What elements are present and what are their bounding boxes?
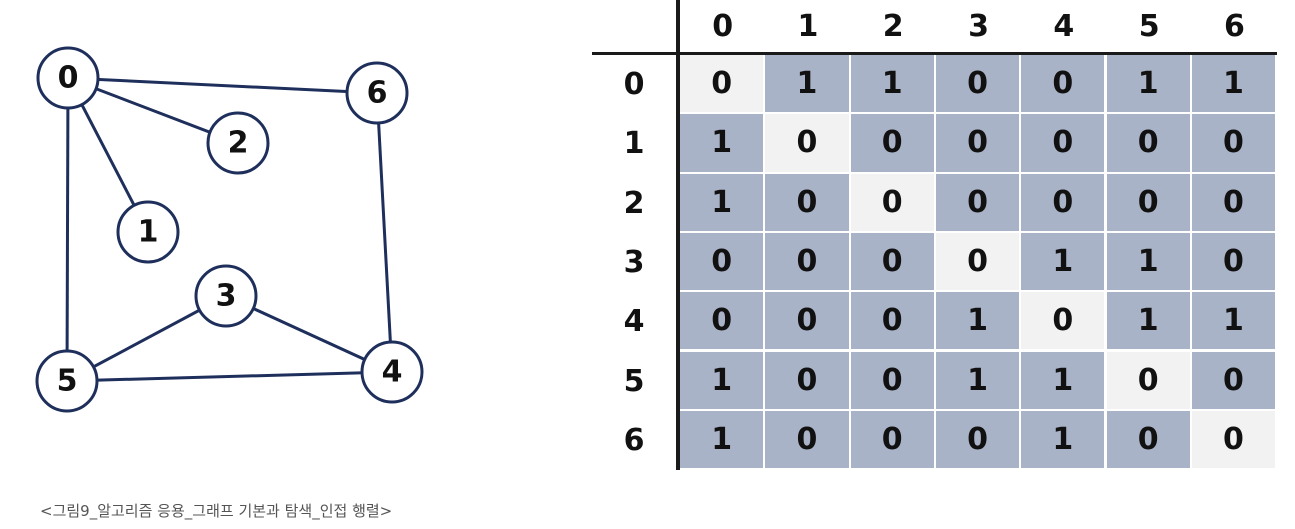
figure-caption: <그림9_알고리즘 응용_그래프 기본과 탐색_인접 행렬> [40, 502, 393, 520]
graph-node-3: 3 [194, 264, 258, 328]
graph-node-label: 5 [57, 364, 78, 399]
graph-node-0: 0 [36, 46, 100, 110]
matrix-cell-6-4: 1 [1021, 410, 1107, 471]
matrix-cell-5-2: 0 [850, 351, 936, 411]
matrix-cell-2-3: 0 [935, 173, 1022, 233]
graph-node-6: 6 [345, 61, 409, 125]
matrix-cell-1-3: 0 [935, 114, 1022, 174]
graph-edge-0-6 [67, 76, 378, 95]
graph-node-circle [116, 200, 180, 264]
matrix-cell-1-4: 0 [1021, 114, 1107, 174]
matrix-cell-1-5: 0 [1106, 114, 1192, 174]
column-header-5: 5 [1138, 8, 1160, 44]
graph-node-4: 4 [360, 340, 424, 404]
matrix-cell-4-5: 1 [1106, 292, 1192, 352]
matrix-cell-0-6: 1 [1191, 55, 1278, 115]
graph-node-circle [206, 111, 270, 175]
graph-node-circle [36, 46, 100, 110]
graph-node-label: 6 [367, 76, 388, 111]
graph-diagram: 0 1 2 3 4 5 6 [35, 46, 424, 413]
graph-node-circle [360, 340, 424, 404]
row-header-1: 1 [623, 126, 645, 162]
matrix-cell-6-3: 0 [935, 410, 1022, 471]
column-header-2: 2 [882, 8, 904, 44]
graph-edge-0-5 [65, 77, 70, 382]
matrix-cell-1-2: 0 [850, 114, 936, 174]
matrix-cell-4-2: 0 [850, 292, 936, 352]
graph-edge-4-5 [66, 370, 393, 383]
matrix-cell-0-3: 0 [935, 55, 1022, 115]
graph-node-circle [35, 349, 99, 413]
row-header-3: 3 [623, 245, 645, 281]
row-header-0: 0 [623, 67, 645, 103]
graph-node-label: 4 [382, 355, 403, 390]
matrix-cell-6-0: 1 [680, 410, 766, 471]
row-header-6: 6 [623, 422, 645, 458]
matrix-cell-2-0: 1 [680, 173, 766, 233]
matrix-cell-5-0: 1 [680, 351, 766, 411]
graph-node-label: 2 [228, 126, 249, 161]
matrix-cell-6-2: 0 [850, 410, 936, 471]
matrix-cell-5-3: 1 [935, 351, 1022, 411]
matrix-cell-1-1: 0 [765, 114, 851, 174]
matrix-cell-3-0: 0 [680, 232, 766, 293]
matrix-cell-1-0: 1 [680, 114, 766, 174]
matrix-cell-6-6: 0 [1191, 410, 1278, 471]
matrix-cell-4-1: 0 [765, 292, 851, 352]
matrix-cell-0-4: 0 [1021, 55, 1107, 115]
column-header-0: 0 [712, 8, 734, 44]
matrix-cell-5-4: 1 [1021, 351, 1107, 411]
matrix-cell-0-5: 1 [1106, 55, 1192, 115]
matrix-cell-4-6: 1 [1191, 292, 1278, 352]
matrix-cell-0-0: 0 [680, 55, 766, 115]
graph-node-label: 0 [58, 61, 79, 96]
graph-node-circle [194, 264, 258, 328]
matrix-cell-4-0: 0 [680, 292, 766, 352]
matrix-cell-1-6: 0 [1191, 114, 1278, 174]
row-header-5: 5 [623, 363, 645, 399]
matrix-cell-3-5: 1 [1106, 232, 1192, 293]
graph-node-circle [345, 61, 409, 125]
column-header-4: 4 [1053, 8, 1075, 44]
matrix-cell-3-6: 0 [1191, 232, 1278, 293]
graph-node-2: 2 [206, 111, 270, 175]
column-header-1: 1 [797, 8, 819, 44]
matrix-cell-6-1: 0 [765, 410, 851, 471]
column-header-6: 6 [1224, 8, 1245, 44]
graph-node-label: 1 [138, 215, 159, 250]
graph-node-5: 5 [35, 349, 99, 413]
graph-edge-4-6 [375, 92, 394, 373]
matrix-cell-2-2: 0 [850, 173, 936, 233]
row-header-2: 2 [623, 185, 645, 221]
matrix-cell-5-6: 0 [1191, 351, 1278, 411]
matrix-cell-3-1: 0 [765, 232, 851, 293]
matrix-cell-3-2: 0 [850, 232, 936, 293]
matrix-row-header-rule [676, 0, 680, 470]
matrix-cell-5-1: 0 [765, 351, 851, 411]
graph-node-1: 1 [116, 200, 180, 264]
matrix-cell-4-4: 0 [1021, 292, 1107, 352]
matrix-cell-2-5: 0 [1106, 173, 1192, 233]
matrix-header-rule [592, 52, 1277, 55]
matrix-cell-4-3: 1 [935, 292, 1022, 352]
matrix-cell-3-3: 0 [935, 232, 1022, 293]
matrix-cell-6-5: 0 [1106, 410, 1192, 471]
matrix-cell-2-6: 0 [1191, 173, 1278, 233]
matrix-cell-0-1: 1 [765, 55, 851, 115]
matrix-cell-2-1: 0 [765, 173, 851, 233]
row-header-4: 4 [623, 304, 645, 340]
graph-nodes: 0 1 2 3 4 5 6 [35, 46, 424, 413]
matrix-cell-5-5: 0 [1106, 351, 1192, 411]
matrix-cell-2-4: 0 [1021, 173, 1107, 233]
graph-node-label: 3 [216, 279, 237, 314]
column-header-3: 3 [968, 8, 989, 44]
matrix-cell-3-4: 1 [1021, 232, 1107, 293]
matrix-cell-0-2: 1 [850, 55, 936, 115]
